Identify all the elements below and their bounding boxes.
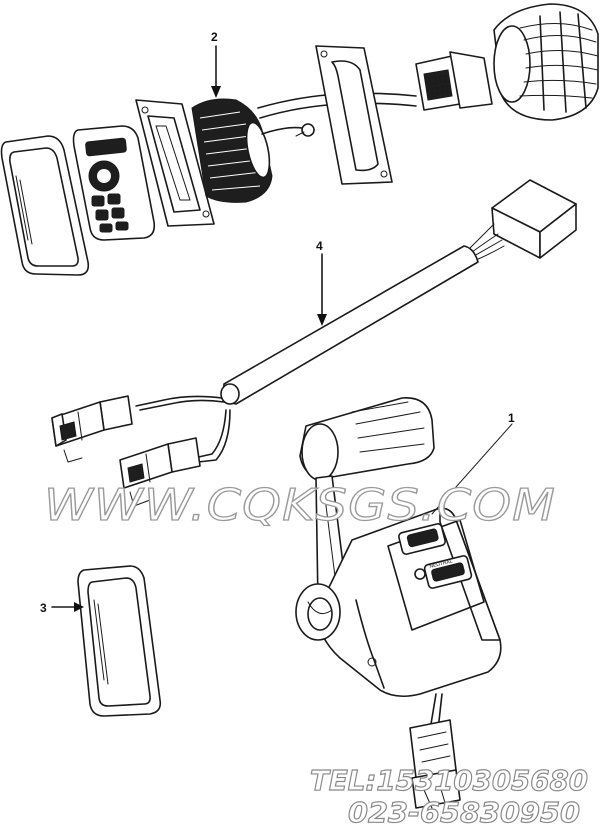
callout-label-1: 1 (508, 411, 515, 425)
watermark-tel: TEL:15310305680 (310, 764, 588, 797)
watermark-phone: 023-65830950 (348, 796, 580, 827)
bezel-cover-upper (0, 135, 90, 276)
wiring-harness (51, 179, 577, 507)
harness-connector-b (119, 437, 201, 507)
keypad-buttons (85, 137, 129, 233)
callout-label-3: 3 (40, 601, 47, 615)
single-lever-control: NEUTRAL (295, 397, 502, 809)
watermark-website: WWW.CQKSGS.COM (44, 480, 556, 531)
control-panel-buttons: NEUTRAL (398, 523, 473, 589)
control-head-assembly (72, 3, 599, 241)
callout-label-2: 2 (211, 30, 218, 44)
callout-leaders (51, 45, 513, 612)
svg-text:NEUTRAL: NEUTRAL (429, 558, 453, 570)
harness-connector-a (51, 395, 133, 463)
callout-label-4: 4 (316, 239, 323, 253)
bezel-cover-lower (77, 565, 162, 717)
